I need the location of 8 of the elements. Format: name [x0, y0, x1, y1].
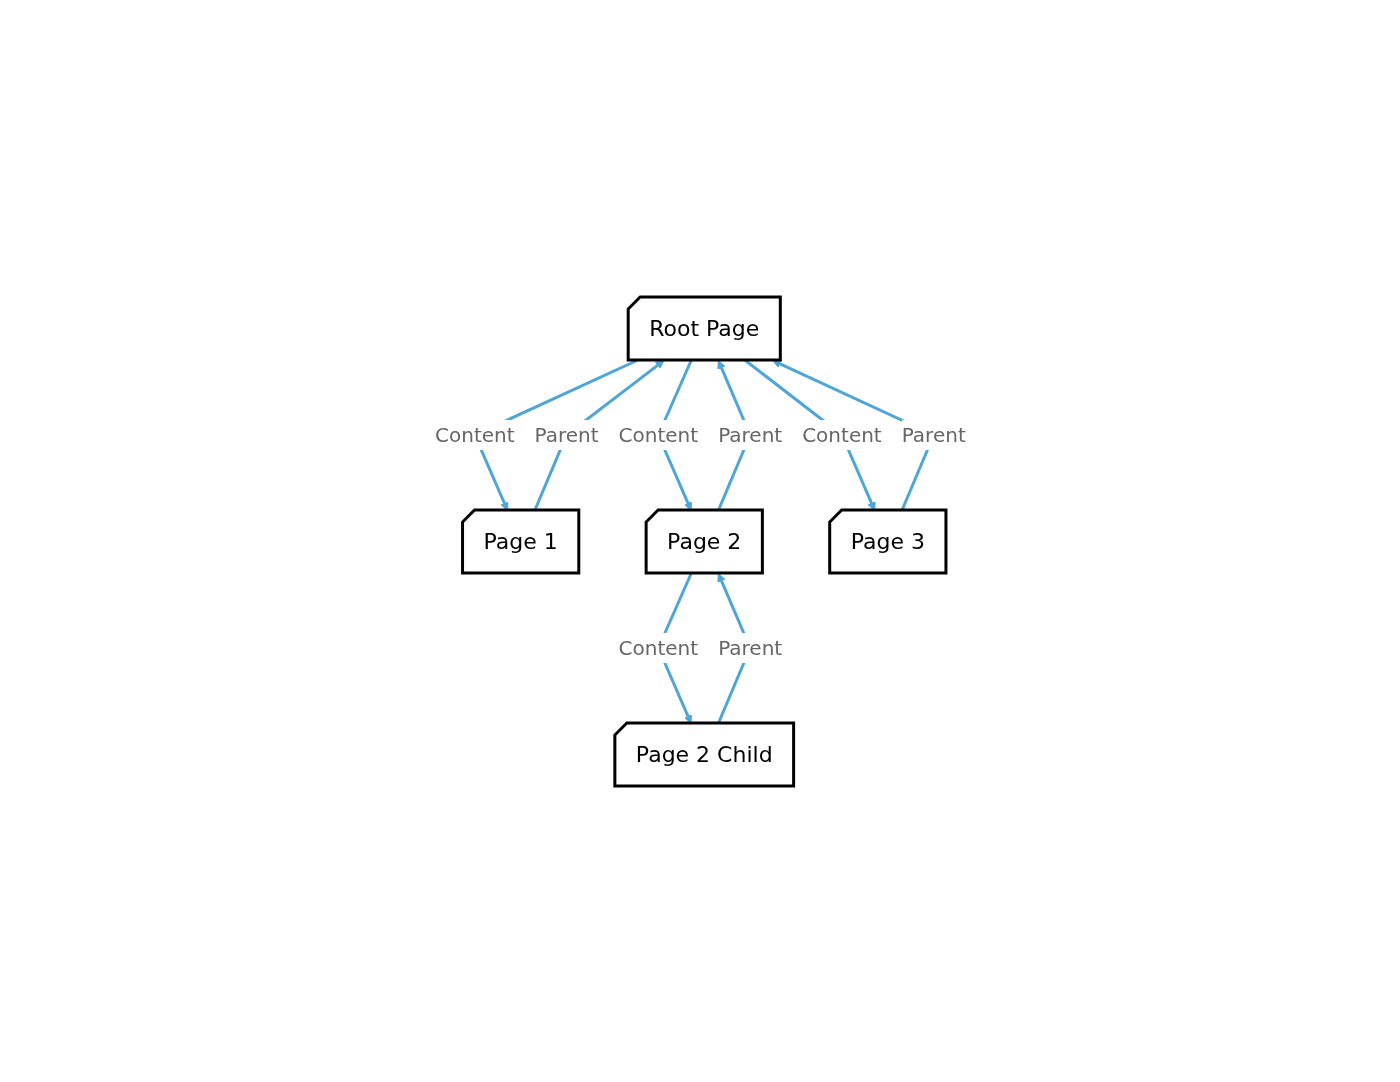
edge-label: Content: [434, 422, 515, 447]
edge-label: Parent: [717, 635, 782, 660]
edge-label: Parent: [717, 422, 782, 447]
edge-label: Parent: [901, 422, 966, 447]
edge-label: Content: [801, 422, 882, 447]
edge-label: Content: [618, 635, 698, 660]
edge-label: Parent: [534, 422, 599, 447]
edge-label: Content: [618, 422, 698, 447]
